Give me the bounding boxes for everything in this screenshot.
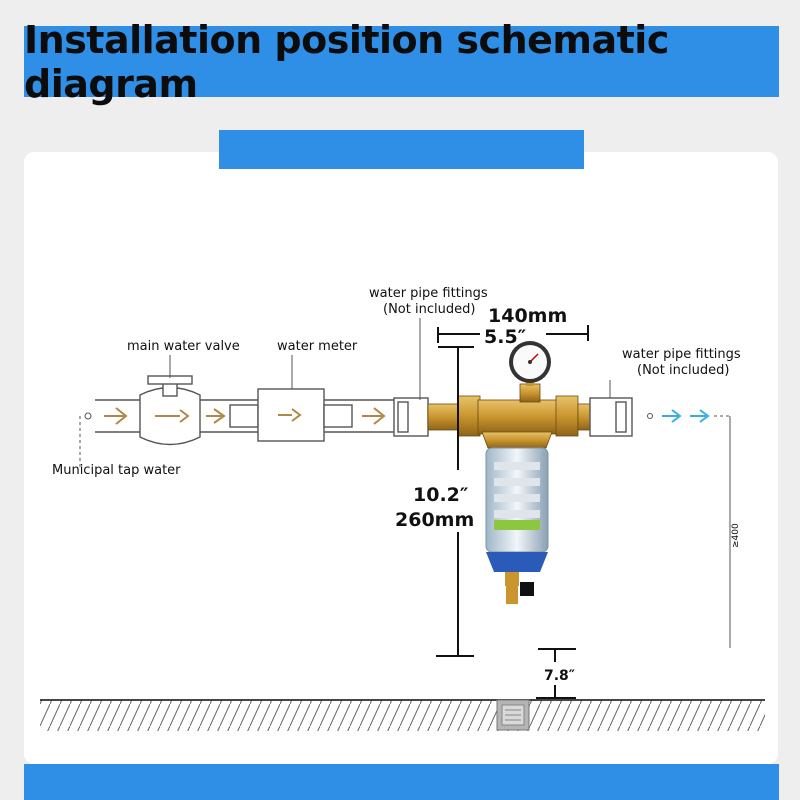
dim-ground-gap: 7.8″: [544, 668, 575, 684]
label-fittings-right-line1: water pipe fittings: [622, 347, 741, 362]
floor-drain-icon: [501, 704, 525, 726]
filter-brass-head: [427, 383, 591, 449]
pressure-gauge: [509, 341, 551, 386]
footer-bar: [24, 764, 779, 800]
right-pipe-fitting: [589, 380, 633, 437]
left-pipe-fitting: [393, 318, 429, 437]
label-fittings-left-line1: water pipe fittings: [369, 286, 488, 301]
label-municipal-tap-water: Municipal tap water: [52, 463, 181, 478]
width-dimension: [437, 325, 589, 343]
main-water-valve: [139, 375, 201, 446]
height-dimension: [436, 346, 474, 657]
card-header-bar: [219, 130, 584, 169]
label-fittings-right-line2: (Not included): [637, 363, 729, 378]
dim-height-mm: 260mm: [395, 509, 474, 531]
dim-width-mm: 140mm: [488, 305, 567, 327]
dim-width-in: 5.5″: [484, 326, 527, 348]
diagram-card: [24, 152, 778, 764]
dim-outlet-height: ≥400: [731, 523, 741, 548]
label-main-water-valve: main water valve: [127, 339, 240, 354]
outlet-flow-arrows: [647, 409, 710, 423]
label-fittings-left-line2: (Not included): [383, 302, 475, 317]
flow-arrows: [104, 407, 386, 425]
ground-gap-dimension: [536, 648, 576, 699]
label-water-meter: water meter: [277, 339, 358, 354]
filter-bowl: [485, 447, 549, 604]
title-banner: Installation position schematic diagram: [24, 18, 779, 106]
dim-height-in: 10.2″: [413, 484, 469, 506]
ground: [40, 699, 765, 731]
page-title: Installation position schematic diagram: [24, 17, 669, 106]
water-meter: [229, 388, 353, 442]
